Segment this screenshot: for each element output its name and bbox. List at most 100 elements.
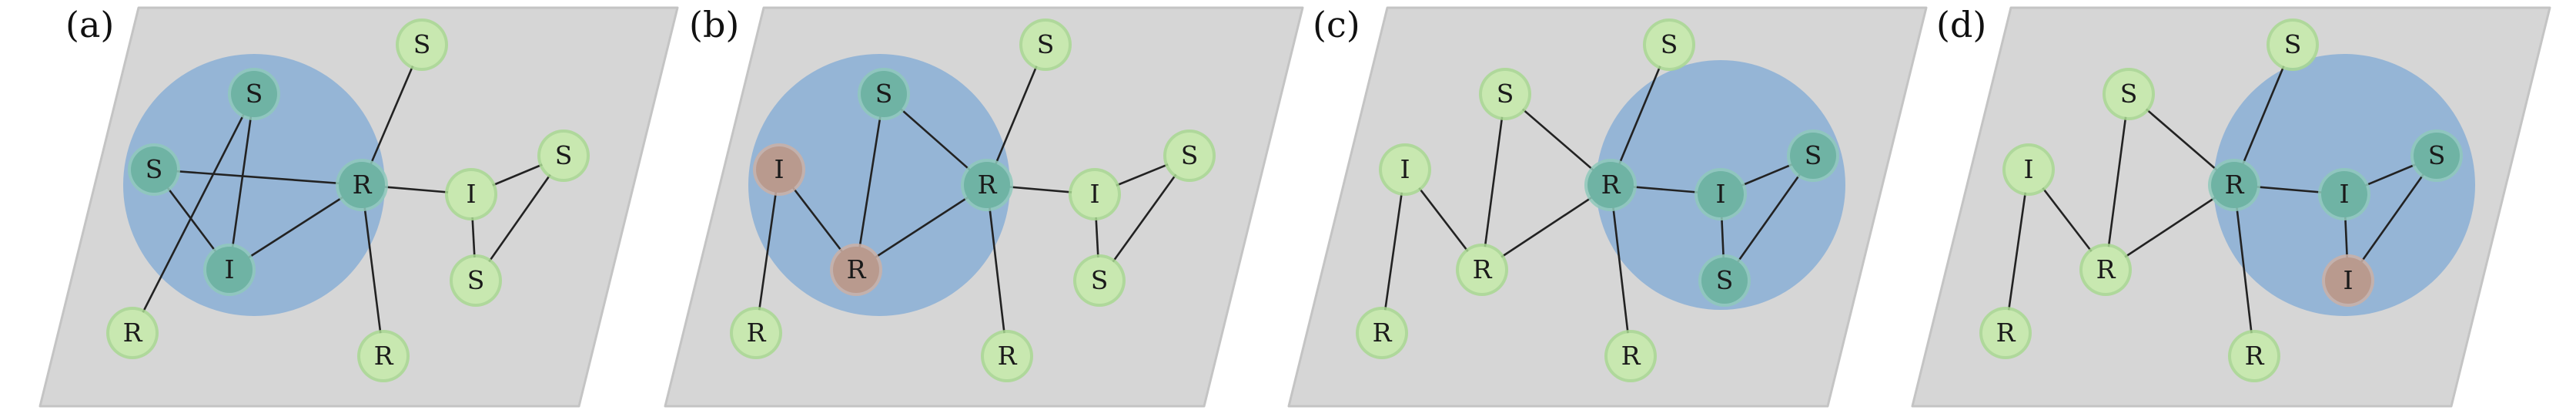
node-label: S <box>2284 29 2302 59</box>
node-label: S <box>1037 29 1055 59</box>
node-s: S <box>128 143 180 196</box>
node-label: R <box>1996 318 2016 348</box>
node-label: S <box>1091 265 1109 295</box>
node-label: S <box>146 154 163 184</box>
network-edge <box>228 93 256 271</box>
node-label: S <box>555 140 573 170</box>
network-edge <box>754 169 781 334</box>
node-label: S <box>413 29 431 59</box>
node-label: S <box>1181 140 1199 170</box>
neighborhood-circle <box>123 54 385 316</box>
node-i: I <box>2002 143 2055 196</box>
node-s: S <box>537 129 590 182</box>
node-label: R <box>1621 341 1641 371</box>
network-edge <box>1380 169 1407 334</box>
node-i: I <box>753 143 805 196</box>
node-label: S <box>1497 79 1514 109</box>
network-edge <box>131 93 256 334</box>
node-r: R <box>981 330 1033 382</box>
panel-a: S S S R I I S S R R (a) <box>38 4 679 408</box>
node-r: R <box>357 330 410 382</box>
node-s: S <box>396 18 448 71</box>
neighborhood-circle <box>748 54 1010 316</box>
node-label: I <box>2343 265 2353 295</box>
node-label: R <box>978 170 998 200</box>
node-label: S <box>2120 79 2138 109</box>
node-i: I <box>2322 254 2374 307</box>
node-i: I <box>445 168 497 220</box>
panel-label: (b) <box>689 4 739 45</box>
panel-label: (c) <box>1313 4 1360 45</box>
node-s: S <box>2410 129 2463 182</box>
panel-c: S S I R R I S S R R (c) <box>1287 4 1928 408</box>
node-s: S <box>1019 18 1072 71</box>
node-label: R <box>2245 341 2265 371</box>
node-s: S <box>2103 68 2155 120</box>
node-label: I <box>1400 154 1410 184</box>
node-r: R <box>961 159 1013 211</box>
node-label: I <box>2023 154 2033 184</box>
node-label: R <box>353 170 373 200</box>
node-r: R <box>336 159 388 211</box>
node-label: S <box>1805 140 1822 170</box>
node-s: S <box>1787 129 1839 182</box>
node-i: I <box>1069 168 1121 220</box>
node-label: R <box>1473 254 1493 284</box>
node-label: R <box>2225 170 2245 200</box>
node-s: S <box>450 254 502 307</box>
node-s: S <box>2267 18 2319 71</box>
node-r: R <box>2228 330 2280 382</box>
node-r: R <box>1356 307 1408 359</box>
node-label: S <box>1716 265 1734 295</box>
node-label: S <box>1661 29 1678 59</box>
node-s: S <box>858 68 910 120</box>
node-label: R <box>374 341 394 371</box>
node-label: S <box>875 79 893 109</box>
network-edge <box>229 183 363 271</box>
node-label: I <box>466 179 476 209</box>
network-edge <box>1480 93 1507 271</box>
node-s: S <box>1163 129 1216 182</box>
network-edge <box>855 93 885 271</box>
node-r: R <box>1979 307 2032 359</box>
network-edge <box>2233 184 2256 357</box>
node-r: R <box>2208 159 2260 211</box>
node-label: S <box>467 265 485 295</box>
node-i: I <box>203 244 256 296</box>
node-r: R <box>1584 159 1637 211</box>
network-edge <box>360 184 385 357</box>
node-label: I <box>774 154 784 184</box>
panel-d: S S I R R I S I R R (d) <box>1911 4 2551 408</box>
node-s: S <box>228 68 280 120</box>
node-r: R <box>1456 244 1508 296</box>
node-s: S <box>1698 254 1751 307</box>
network-edge <box>1609 184 1632 357</box>
node-i: I <box>1379 143 1431 196</box>
node-s: S <box>1479 68 1531 120</box>
node-label: R <box>123 318 143 348</box>
node-label: I <box>2339 179 2349 209</box>
panel-label: (a) <box>65 4 114 45</box>
network-edge <box>153 168 363 187</box>
node-r: R <box>2079 244 2132 296</box>
node-label: I <box>224 254 234 284</box>
node-r: R <box>106 307 159 359</box>
node-i: I <box>2318 168 2370 220</box>
node-label: S <box>2428 140 2446 170</box>
network-edge <box>2004 169 2030 334</box>
node-label: R <box>747 318 767 348</box>
node-label: I <box>1715 179 1725 209</box>
node-r: R <box>730 307 782 359</box>
node-label: R <box>2096 254 2116 284</box>
node-s: S <box>1643 18 1695 71</box>
node-r: R <box>1604 330 1657 382</box>
panel-label: (d) <box>1936 4 1986 45</box>
node-s: S <box>1073 254 1126 307</box>
node-label: R <box>1373 318 1393 348</box>
node-label: R <box>998 341 1018 371</box>
node-label: S <box>246 79 263 109</box>
node-label: I <box>1089 179 1099 209</box>
node-label: R <box>1601 170 1621 200</box>
